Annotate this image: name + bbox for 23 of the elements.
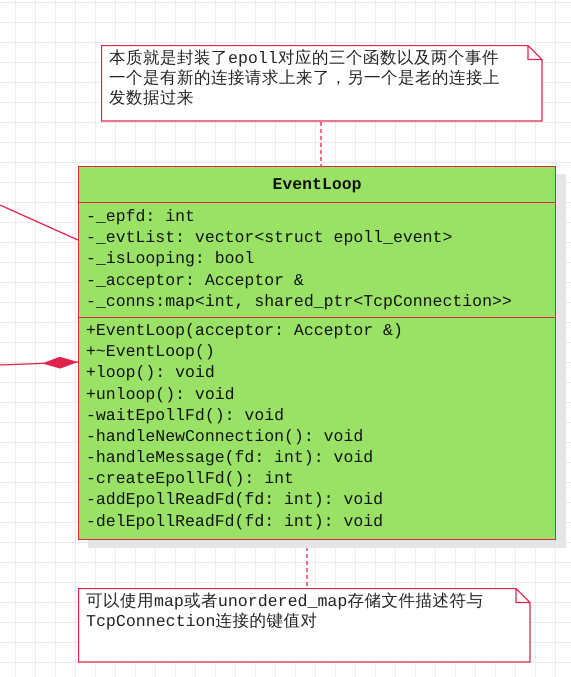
attribute-text: -_isLooping: bool [86, 248, 254, 270]
note-text: 本质就是封装了epoll对应的三个函数以及两个事件一个是有新的连接请求上来了，另一个是老的连接上发数据过来 [109, 49, 501, 109]
method-text: +loop(): void [86, 362, 215, 384]
attribute-text: -_conns:map<int, shared_ptr<TcpConnection>> [86, 290, 512, 312]
method-text: -handleMessage(fd: int): void [86, 447, 374, 468]
dashed-connector [320, 122, 322, 166]
attribute-text: -_epfd: int [86, 206, 195, 228]
method-text: -handleNewConnection(): void [86, 426, 364, 448]
attribute-text: -_acceptor: Acceptor & [86, 270, 304, 291]
method-text: -waitEpollFd(): void [86, 404, 284, 426]
attribute-text: -_evtList: vector<struct epoll_event> [86, 227, 452, 248]
method-text: +~EventLoop() [86, 341, 215, 362]
method-text: +unloop(): void [86, 384, 235, 405]
method-text: -createEpollFd(): int [86, 468, 294, 490]
class-name: EventLoop [272, 175, 362, 194]
method-text: +EventLoop(acceptor: Acceptor &) [86, 320, 403, 342]
association-line [0, 204, 78, 241]
method-text: -delEpollReadFd(fd: int): void [86, 510, 384, 532]
method-text: -addEpollReadFd(fd: int): void [86, 489, 384, 511]
composition-line [0, 356, 78, 369]
note-box [101, 45, 543, 122]
note-text: 可以使用map或者unordered_map存储文件描述符与TcpConnection连接的键值对 [86, 592, 484, 632]
note-box [78, 588, 531, 663]
